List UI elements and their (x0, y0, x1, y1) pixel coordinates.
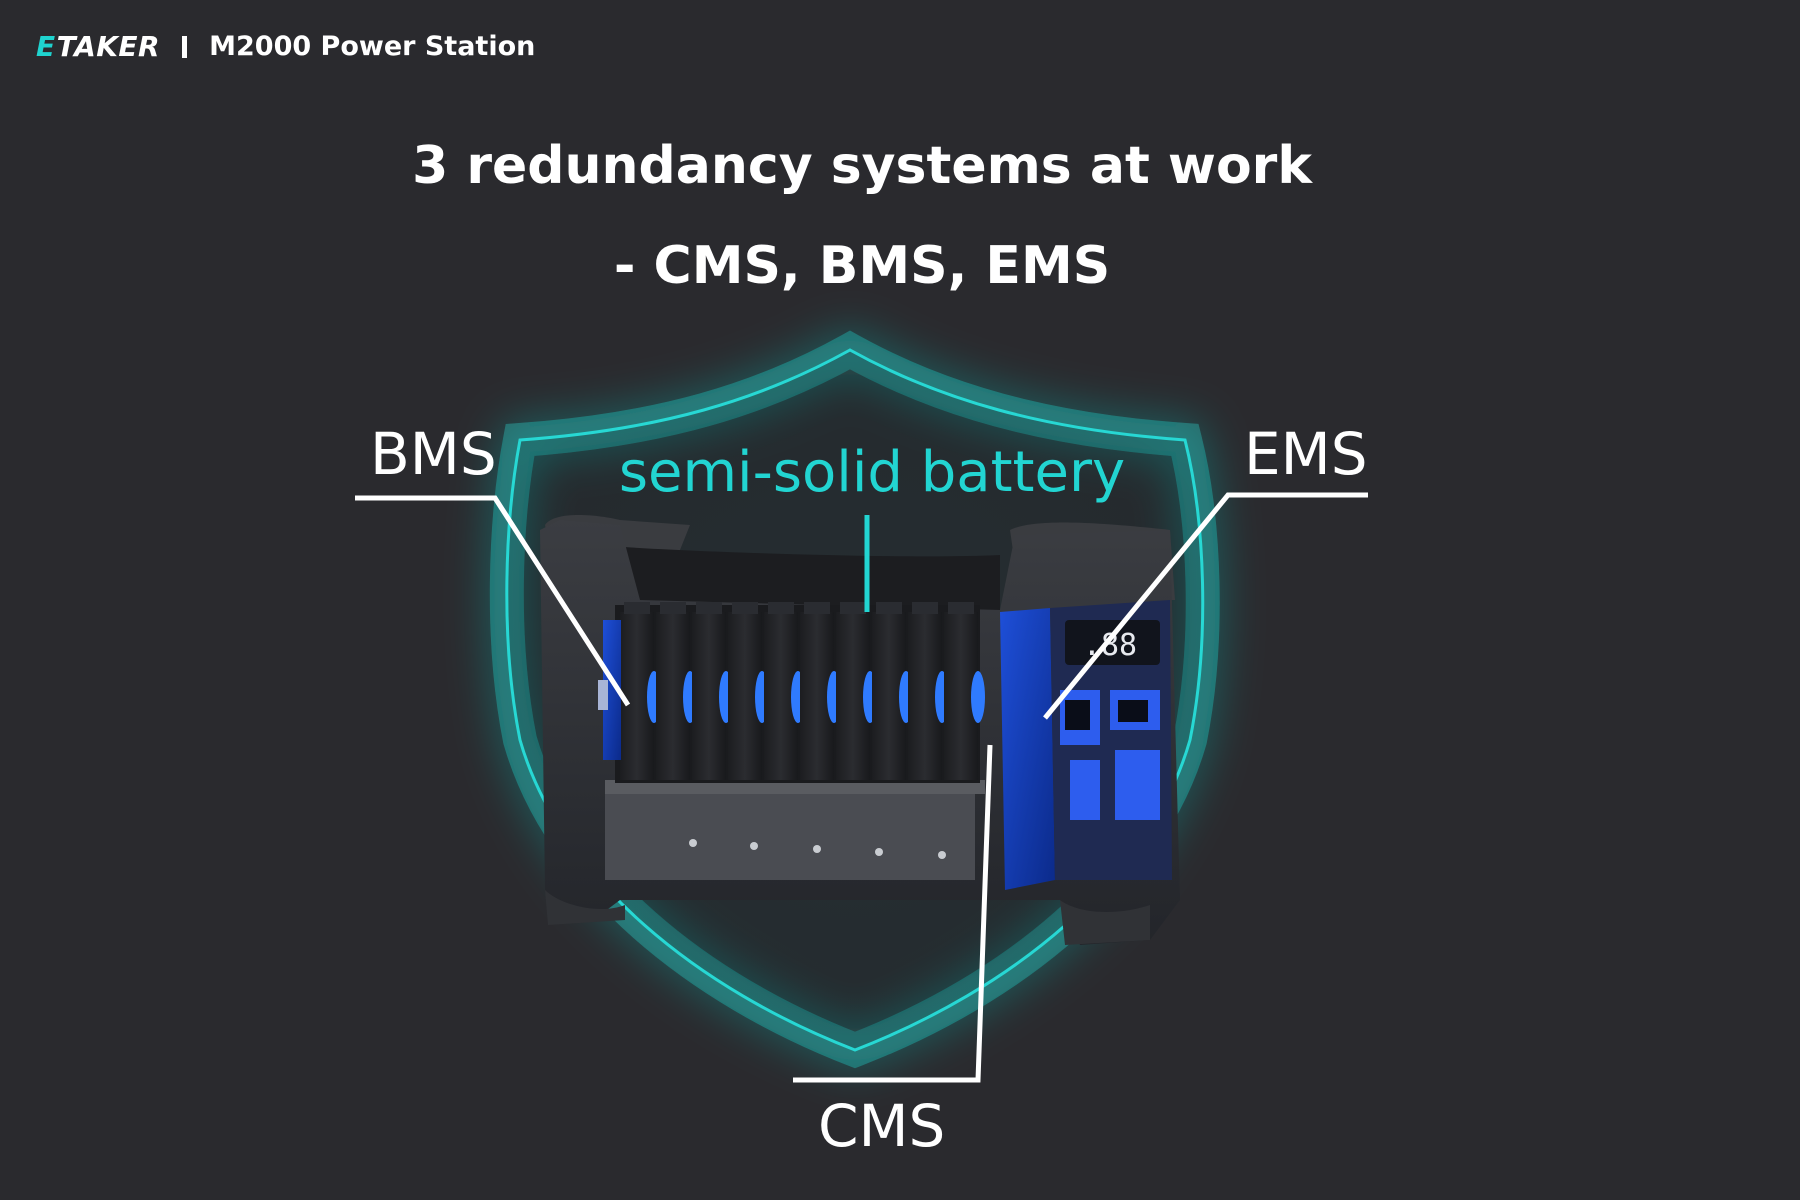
battery-cell-cap (624, 602, 650, 614)
ems-board: .88 (1000, 600, 1172, 890)
battery-cell-cap (840, 602, 866, 614)
brand-divider (182, 35, 188, 58)
logo-text: TAKER (56, 30, 161, 63)
leader-lines (355, 492, 1368, 1083)
cms-leader-line (793, 744, 993, 1083)
battery-cell-cap (660, 602, 686, 614)
battery-cells (615, 602, 985, 783)
battery-cell-cap (768, 602, 794, 614)
svg-text:.88: .88 (1083, 628, 1137, 663)
battery-cell-cap (948, 602, 974, 614)
headline-line1: 3 redundancy systems at work (412, 136, 1312, 196)
ems-leader-line (1043, 492, 1368, 720)
battery-cell-indicator (971, 671, 985, 723)
battery-cell-cap (696, 602, 722, 614)
logo-initial: E (36, 30, 56, 63)
battery-cell-cap (804, 602, 830, 614)
headline-line2: - CMS, BMS, EMS (613, 236, 1111, 296)
product-name: M2000 Power Station (209, 31, 536, 62)
battery-cell-cap (876, 602, 902, 614)
battery-label: semi-solid battery (618, 440, 1126, 505)
battery-cell-cap (912, 602, 938, 614)
battery-cell-cap (732, 602, 758, 614)
bms-board (598, 620, 621, 760)
cms-label: CMS (818, 1092, 946, 1160)
bms-label: BMS (370, 420, 497, 488)
bms-leader-line (355, 495, 631, 707)
ems-label: EMS (1244, 420, 1368, 488)
